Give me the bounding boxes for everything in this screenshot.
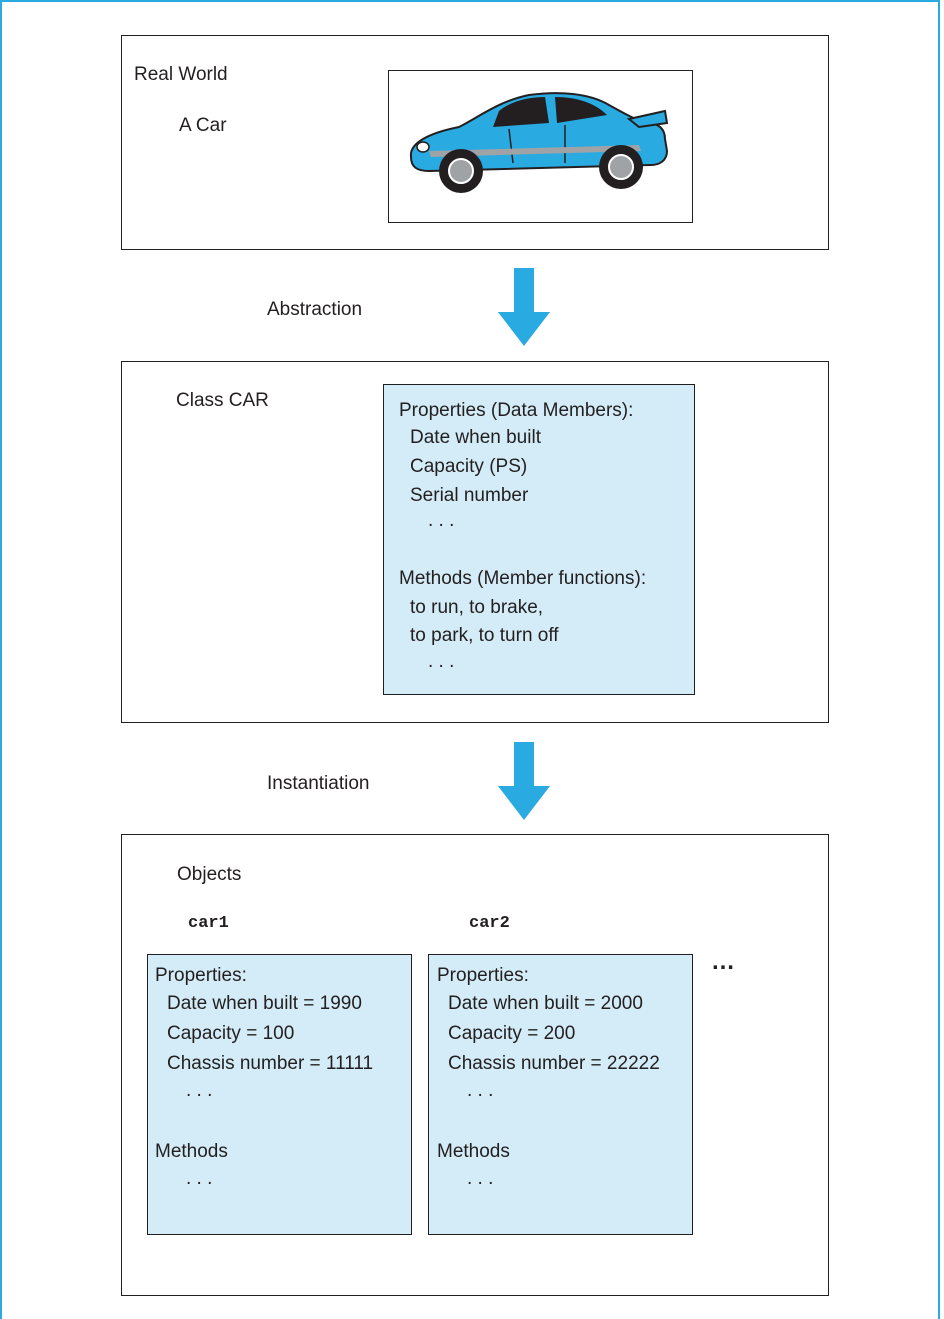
object-name-car2: car2 [469, 914, 510, 933]
property-item: Date when built = 2000 [448, 993, 643, 1014]
car-spoiler [626, 109, 669, 129]
property-item: Serial number [410, 485, 529, 506]
abstraction-label: Abstraction [267, 299, 363, 320]
class-members-box: Properties (Data Members): Date when bui… [383, 384, 695, 695]
property-item: Chassis number = 22222 [448, 1053, 660, 1074]
down-arrow-icon [498, 268, 550, 346]
method-item: to run, to brake, [410, 597, 544, 618]
car-image-frame [388, 70, 693, 223]
real-world-box: Real World A Car [121, 35, 829, 250]
car-window-front [493, 97, 549, 127]
car-window-rear [555, 97, 607, 123]
method-item: to park, to turn off [410, 625, 559, 646]
properties-header: Properties (Data Members): [399, 400, 634, 421]
down-arrow-icon [498, 742, 550, 820]
property-item: Capacity = 100 [167, 1023, 295, 1044]
object-name-car1: car1 [188, 914, 229, 933]
properties-ellipsis: . . . [467, 1080, 494, 1101]
class-box: Class CAR Properties (Data Members): Dat… [121, 361, 829, 723]
methods-header: Methods [155, 1141, 228, 1162]
car-door [508, 125, 566, 164]
object-box-car1: Properties: Date when built = 1990 Capac… [147, 954, 412, 1235]
objects-box: Objects car1 car2 … Properties: Date whe… [121, 834, 829, 1296]
methods-header: Methods [437, 1141, 510, 1162]
properties-ellipsis: . . . [186, 1080, 213, 1101]
instantiation-label: Instantiation [267, 773, 370, 794]
property-item: Date when built = 1990 [167, 993, 362, 1014]
property-item: Chassis number = 11111 [167, 1053, 374, 1074]
car-headlight [416, 141, 430, 153]
more-objects-ellipsis: … [711, 948, 735, 975]
real-world-title: Real World [134, 64, 228, 85]
property-item: Capacity (PS) [410, 456, 528, 477]
property-item: Capacity = 200 [448, 1023, 576, 1044]
properties-header: Properties: [155, 965, 247, 986]
object-box-car2: Properties: Date when built = 2000 Capac… [428, 954, 693, 1235]
methods-ellipsis: . . . [186, 1168, 213, 1189]
real-world-subtitle: A Car [179, 115, 227, 136]
methods-ellipsis: . . . [467, 1168, 494, 1189]
property-item: Date when built [410, 427, 541, 448]
properties-ellipsis: . . . [428, 510, 455, 531]
properties-header: Properties: [437, 965, 529, 986]
car-stripe [429, 145, 641, 157]
objects-title: Objects [177, 864, 242, 885]
methods-ellipsis: . . . [428, 651, 455, 672]
class-title: Class CAR [176, 390, 269, 411]
methods-header: Methods (Member functions): [399, 568, 647, 589]
car-illustration [409, 92, 669, 193]
